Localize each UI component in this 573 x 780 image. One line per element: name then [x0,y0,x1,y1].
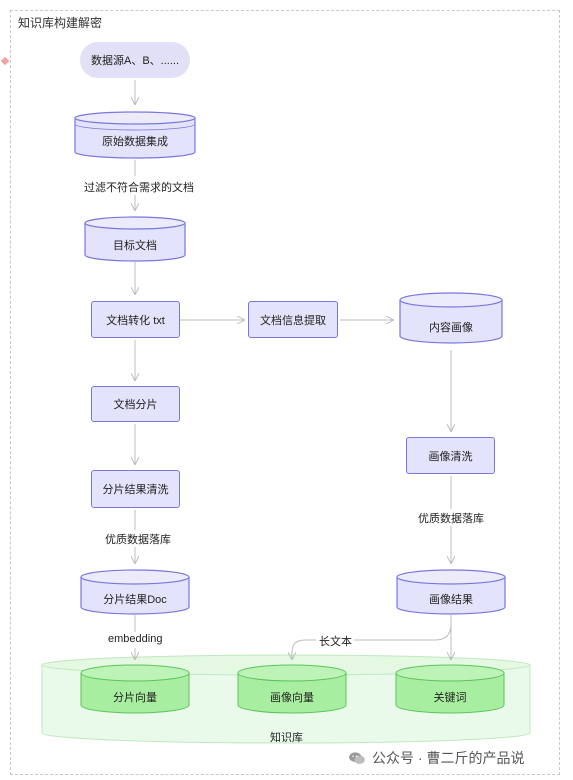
node-doc-to-txt[interactable]: 文档转化 txt [91,301,180,338]
node-profile-result-label[interactable]: 画像结果 [429,594,473,606]
edge-label-quality-right: 优质数据落库 [416,510,486,526]
watermark-text: 公众号 · 曹二斤的产品说 [372,750,525,766]
node-knowledge-base-label: 知识库 [270,732,303,744]
arrow-longtext-profilevector [292,639,316,659]
node-sources[interactable]: 数据源A、B、...... [80,42,190,78]
edge-label-quality-left: 优质数据落库 [103,531,173,547]
target-docs-cylinder [84,216,186,262]
edge-label-embedding: embedding [106,633,165,645]
arrow-result-longtext [352,623,452,641]
node-chunk-vector-label[interactable]: 分片向量 [113,692,157,704]
node-content-profile-label[interactable]: 内容画像 [429,322,473,334]
diagram-frame [10,10,560,775]
node-doc-info-extract[interactable]: 文档信息提取 [248,301,338,338]
raw-data-cylinder [74,111,196,159]
node-profile-vector-label[interactable]: 画像向量 [270,692,314,704]
node-profile-clean[interactable]: 画像清洗 [406,437,495,474]
node-raw-data-label[interactable]: 原始数据集成 [102,136,168,148]
wechat-icon [349,752,365,764]
watermark: 公众号 · 曹二斤的产品说 [348,748,524,768]
profile-result-cylinder [396,569,506,615]
node-doc-chunk[interactable]: 文档分片 [91,386,180,422]
node-keywords-label[interactable]: 关键词 [433,692,467,704]
edge-label-long-text: 长文本 [317,633,354,649]
node-target-docs-label[interactable]: 目标文档 [113,240,157,252]
node-chunk-clean[interactable]: 分片结果清洗 [91,470,180,508]
content-profile-cylinder [399,292,503,344]
edge-label-filter: 过滤不符合需求的文档 [82,179,196,195]
chunk-vector-cylinder [80,664,190,714]
node-chunk-doc-label[interactable]: 分片结果Doc [103,594,167,606]
connectors [135,80,451,659]
profile-vector-cylinder [237,664,347,714]
keywords-cylinder [395,664,505,714]
diagram-title: 知识库构建解密 [18,16,103,30]
